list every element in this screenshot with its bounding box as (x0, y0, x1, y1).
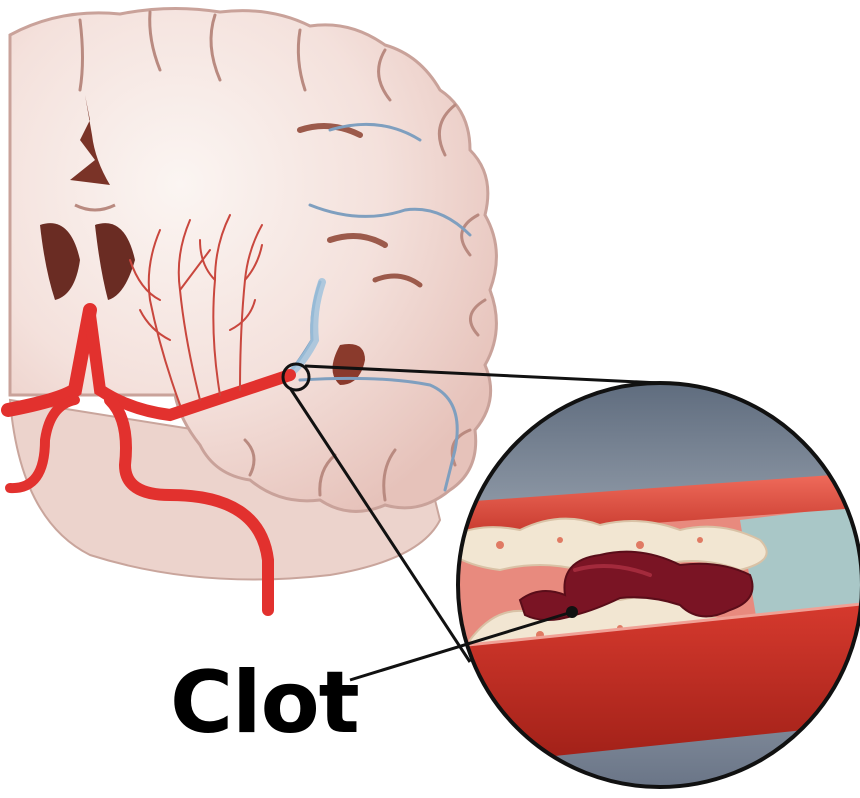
brain-coronal-section (10, 8, 496, 579)
clot-pointer-dot (566, 606, 578, 618)
magnified-vessel-view (420, 383, 860, 787)
clot-label: Clot (170, 660, 359, 746)
